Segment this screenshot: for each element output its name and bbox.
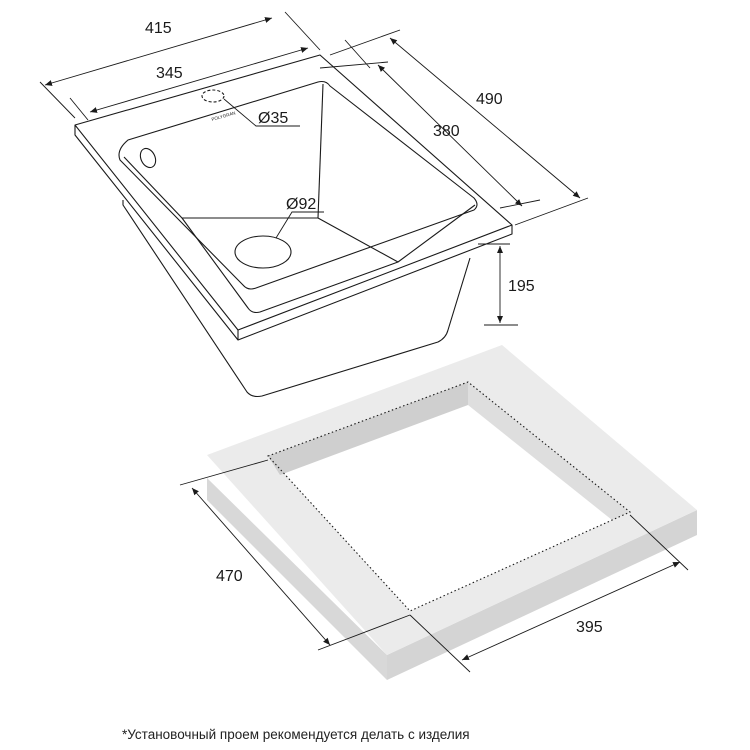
countertop bbox=[207, 345, 697, 680]
label-395: 395 bbox=[576, 619, 603, 636]
sink-body bbox=[122, 200, 471, 398]
label-35: Ø35 bbox=[258, 110, 288, 127]
sink-dimensions bbox=[39, 11, 589, 326]
label-470: 470 bbox=[216, 568, 243, 585]
dim-line-395 bbox=[461, 561, 681, 661]
dimension-labels: 415 345 Ø35 490 380 Ø92 195 470 395 bbox=[145, 20, 603, 636]
label-490: 490 bbox=[476, 91, 503, 108]
sink bbox=[74, 54, 513, 398]
drain-hole bbox=[234, 235, 292, 269]
overflow-hole bbox=[139, 147, 157, 169]
dim-line-470 bbox=[191, 487, 331, 646]
cutout-inner-wall-right bbox=[468, 382, 630, 520]
bowl-corner-right bbox=[397, 204, 476, 263]
cutout-inner-wall-back bbox=[268, 382, 468, 475]
label-195: 195 bbox=[508, 278, 535, 295]
dim-line-380 bbox=[377, 64, 523, 207]
dim-line-345 bbox=[89, 47, 309, 113]
label-380: 380 bbox=[433, 123, 460, 140]
cutout-dimensions bbox=[179, 459, 689, 673]
cutout-outline bbox=[267, 381, 632, 612]
label-92: Ø92 bbox=[286, 196, 316, 213]
label-415: 415 bbox=[145, 20, 172, 37]
leader-35 bbox=[223, 98, 300, 127]
bowl-bottom bbox=[181, 217, 399, 314]
leader-92 bbox=[275, 211, 324, 239]
bowl-corner-back bbox=[317, 83, 324, 219]
installation-footnote: *Установочный проем рекомендуется делать… bbox=[122, 727, 470, 742]
brand-logo-text: POLYGRAN bbox=[211, 110, 236, 122]
bowl-corner-left bbox=[123, 156, 183, 219]
label-345: 345 bbox=[156, 65, 183, 82]
sink-rim-outline bbox=[74, 54, 513, 331]
bowl-inner-rim bbox=[118, 80, 478, 290]
countertop-side-right bbox=[387, 510, 697, 680]
